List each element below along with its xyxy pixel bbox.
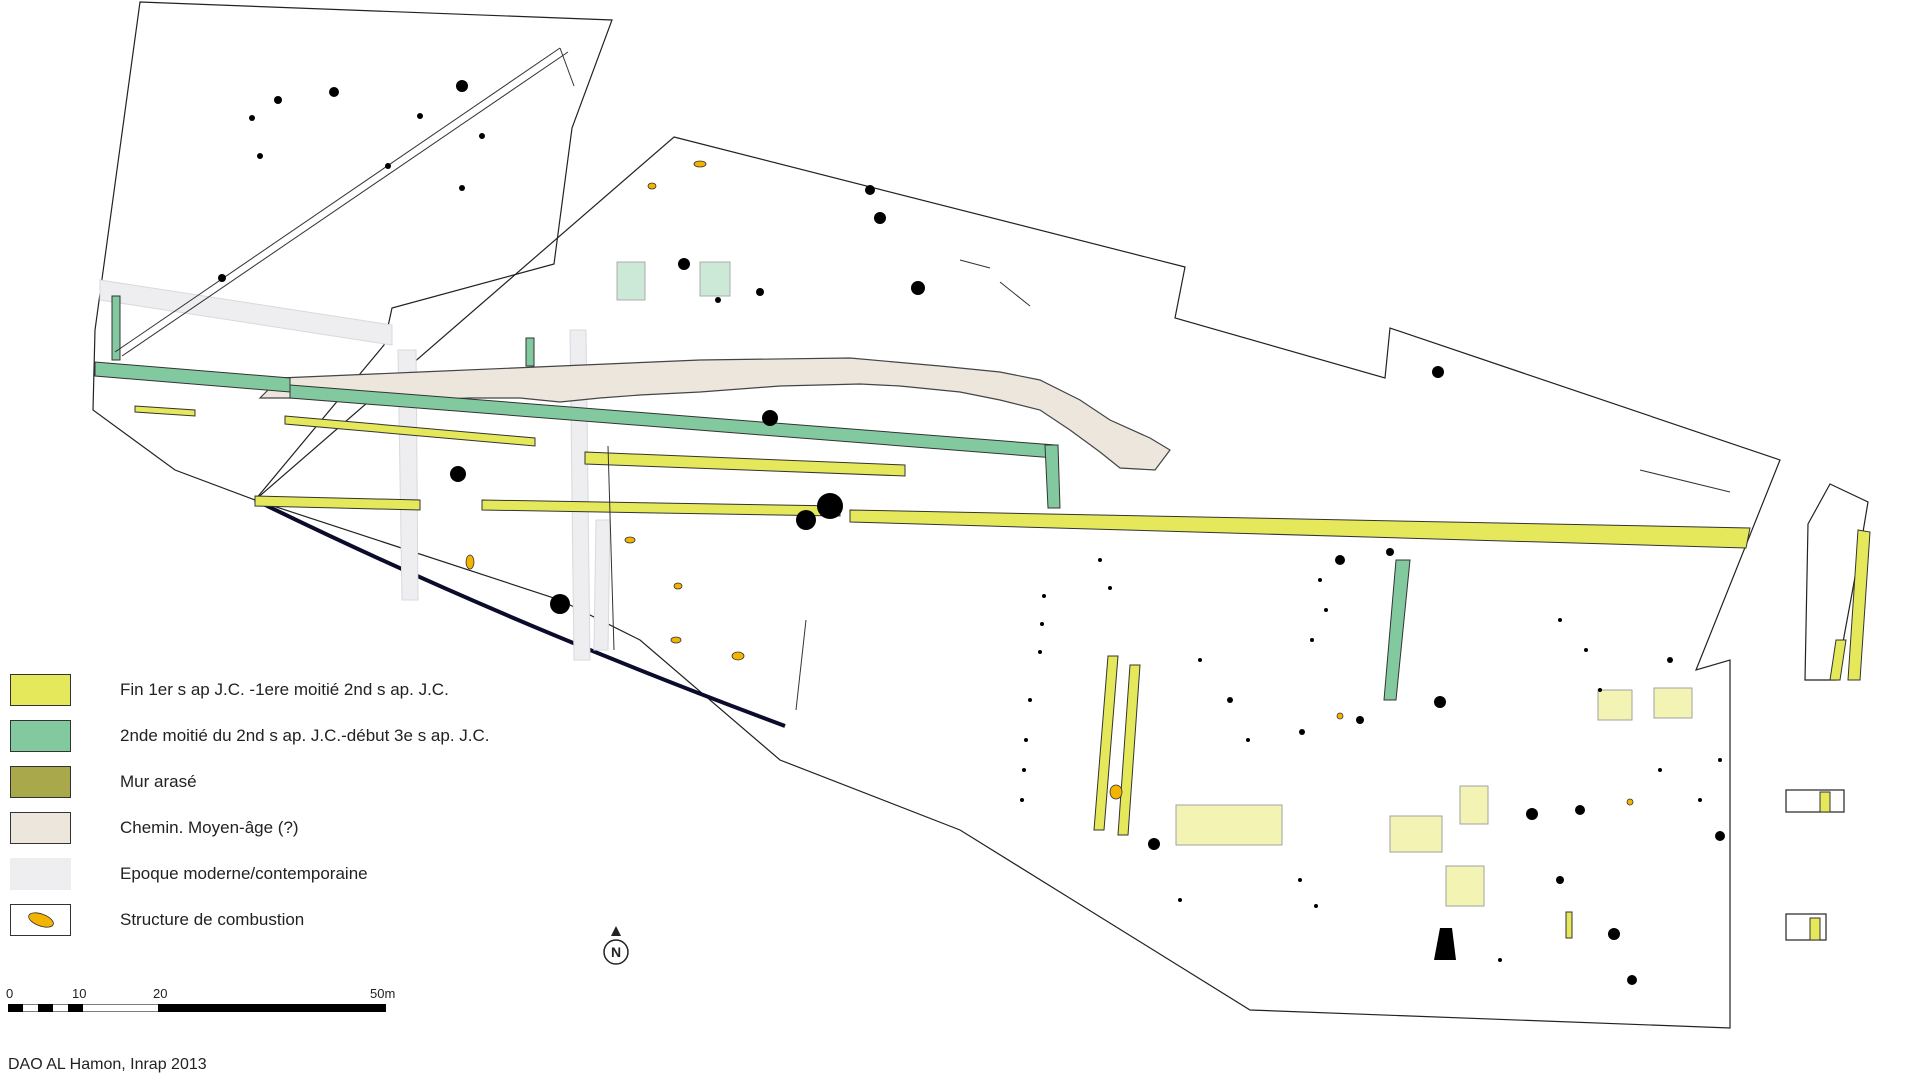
scale-tick-label: 50m — [370, 986, 396, 1001]
legend-swatch-combustion — [10, 904, 71, 936]
archaeological-features — [218, 80, 1725, 985]
phase1-walls — [134, 405, 1871, 941]
legend-swatch-wall — [10, 766, 71, 798]
legend-label: Fin 1er s ap J.C. -1ere moitié 2nd s ap.… — [120, 680, 449, 699]
north-label: N — [611, 944, 621, 960]
linear-ditches — [114, 47, 1731, 711]
legend-swatch-phase2 — [10, 720, 71, 752]
legend-label: 2nde moitié du 2nd s ap. J.C.-début 3e s… — [120, 726, 490, 745]
legend-swatch-modern — [10, 858, 71, 890]
scale-tick-label: 0 — [6, 986, 14, 1001]
scale-tick-label: 20 — [153, 986, 168, 1001]
medieval-path — [258, 357, 1171, 471]
phase2-walls — [94, 261, 1411, 701]
north-arrow-icon: N — [603, 926, 629, 965]
legend-label: Chemin. Moyen-âge (?) — [120, 818, 299, 837]
legend-label: Structure de combustion — [120, 910, 305, 929]
scale-bar-graphic — [8, 1004, 386, 1012]
legend-swatch-path — [10, 812, 71, 844]
scale-tick-label: 10 — [72, 986, 87, 1001]
legend-label: Mur arasé — [120, 772, 197, 791]
map-credit: DAO AL Hamon, Inrap 2013 — [8, 1056, 207, 1073]
combustion-structures — [465, 160, 1634, 806]
southern-edge-line — [254, 498, 786, 728]
legend-label: Epoque moderne/contemporaine — [120, 864, 368, 883]
legend-swatch-phase1 — [10, 674, 71, 706]
postholes-small — [1020, 558, 1722, 962]
